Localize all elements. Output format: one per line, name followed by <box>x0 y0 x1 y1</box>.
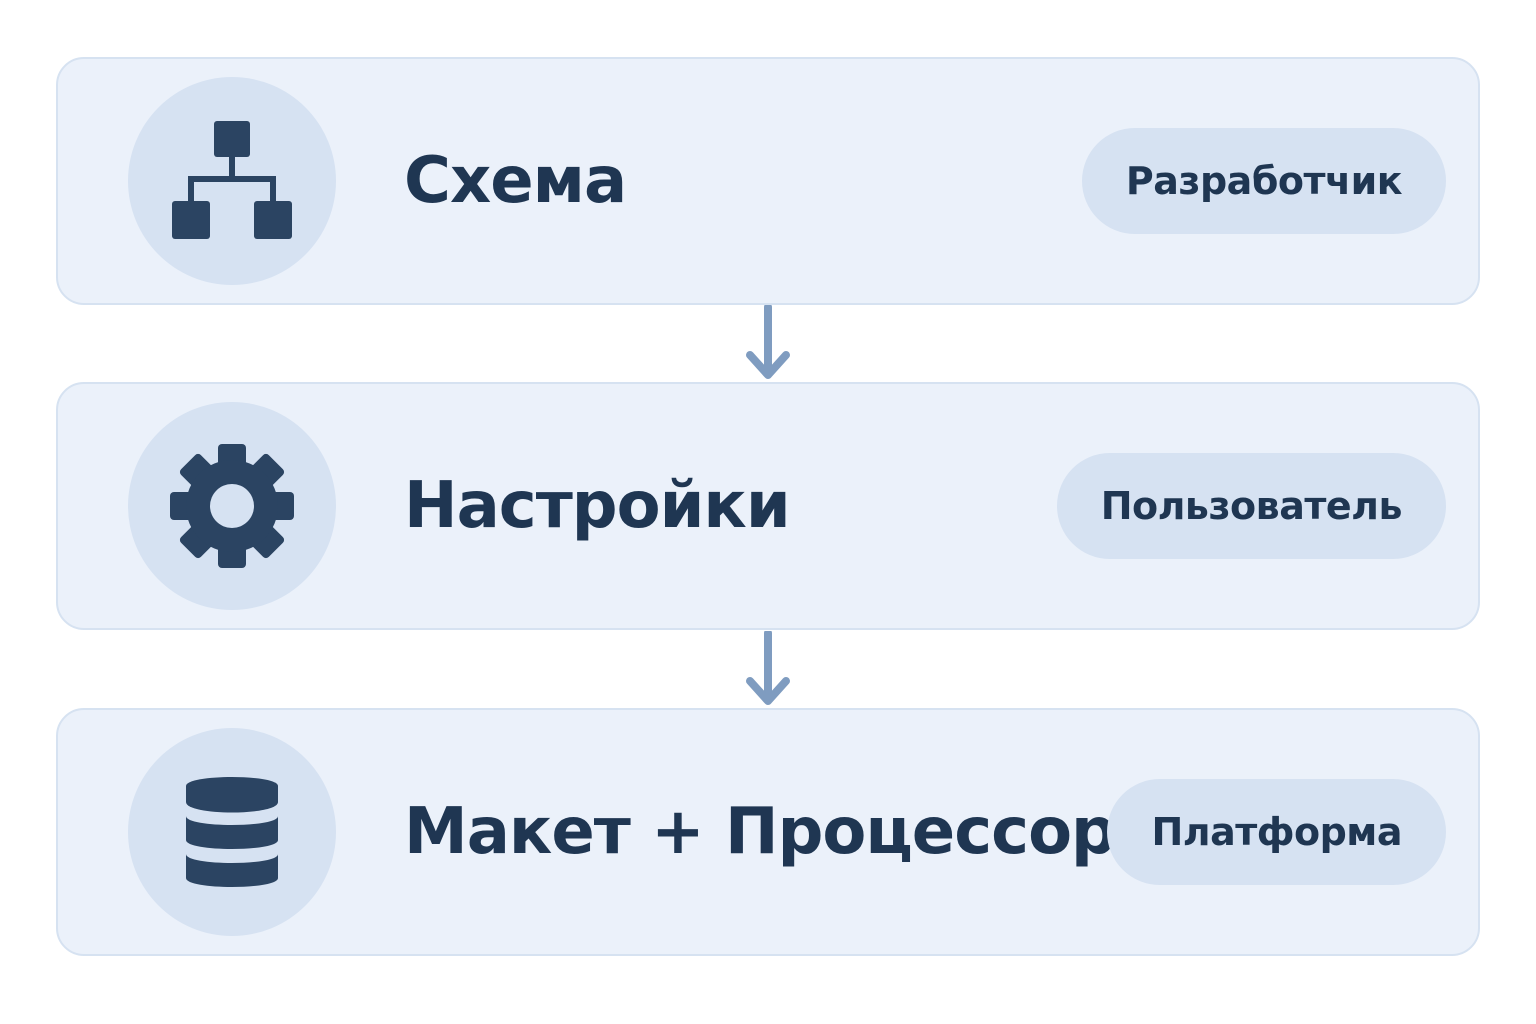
step-icon-container <box>128 728 336 936</box>
step-icon-container <box>128 77 336 285</box>
role-badge: Платформа <box>1107 779 1446 885</box>
database-icon <box>186 777 278 887</box>
role-badge: Пользователь <box>1056 453 1446 559</box>
hierarchy-icon <box>172 121 292 239</box>
step-card-layout-processor: Макет + Процессор Платформа <box>56 708 1480 956</box>
step-title: Схема <box>404 144 627 218</box>
step-card-schema: Схема Разработчик <box>56 57 1480 305</box>
gear-icon <box>170 444 294 568</box>
step-title: Настройки <box>404 469 791 543</box>
step-icon-container <box>128 402 336 610</box>
arrow-down-icon <box>746 631 790 705</box>
step-card-settings: Настройки Пользователь <box>56 382 1480 630</box>
role-badge: Разработчик <box>1081 128 1446 234</box>
step-title: Макет + Процессор <box>404 795 1117 869</box>
arrow-down-icon <box>746 305 790 379</box>
